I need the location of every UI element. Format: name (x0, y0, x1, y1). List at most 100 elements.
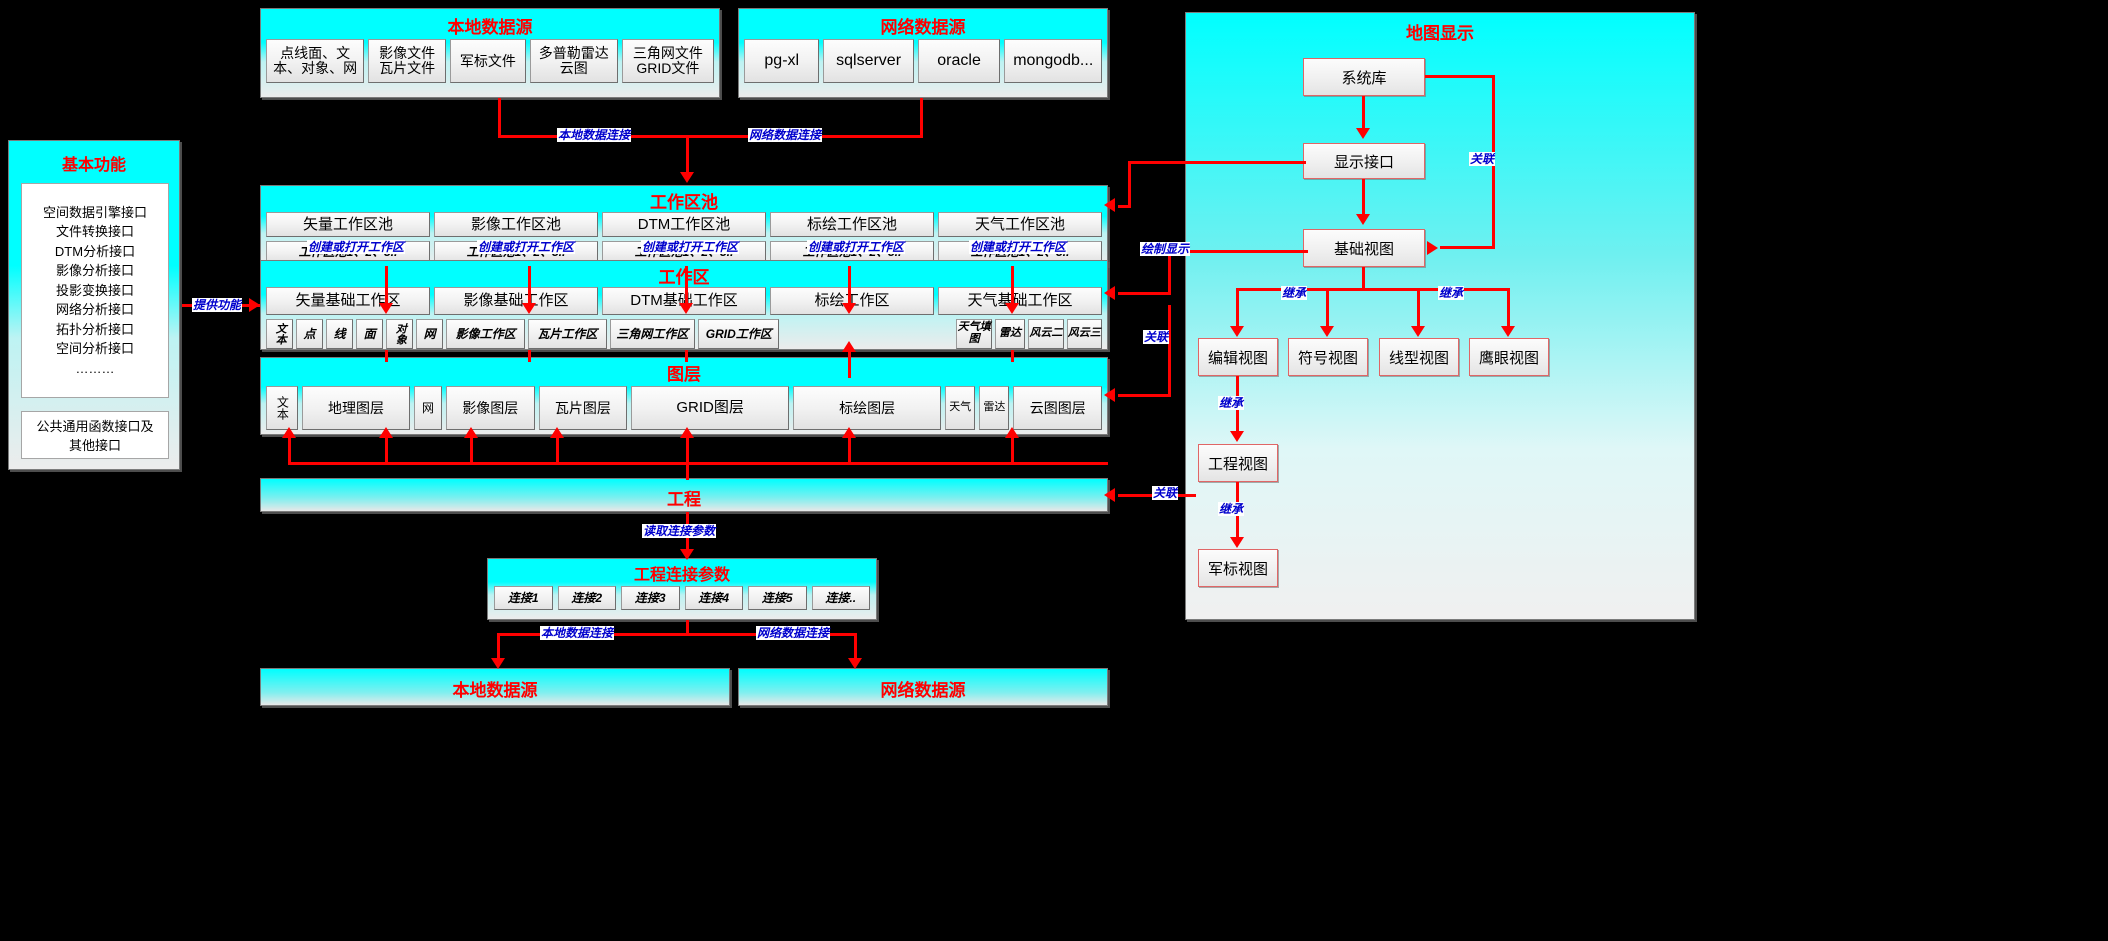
conn-param-item[interactable]: 连接.. (811, 586, 870, 610)
network-source-item[interactable]: oracle (917, 39, 1001, 83)
workspace-column[interactable]: 天气基础工作区 (938, 287, 1102, 315)
conn-param-item[interactable]: 连接4 (684, 586, 743, 610)
layer-item[interactable]: 影像图层 (446, 386, 535, 430)
local-source-item[interactable]: 点线面、文 本、对象、网 (266, 39, 365, 83)
workspace-subitem[interactable]: GRID工作区 (698, 319, 780, 349)
local-source-item[interactable]: 三角网文件 GRID文件 (621, 39, 715, 83)
node-base-view[interactable]: 基础视图 (1303, 229, 1425, 267)
local-data-source-panel: 本地数据源 点线面、文 本、对象、网 影像文件 瓦片文件 军标文件 多普勒雷达 … (260, 8, 720, 98)
project-riser-5 (686, 435, 689, 463)
workspace-subitem[interactable]: 天气填图 (956, 319, 992, 349)
node-display-api[interactable]: 显示接口 (1303, 143, 1425, 179)
layer-item[interactable]: 文本 (266, 386, 299, 430)
network-source-item[interactable]: mongodb... (1004, 39, 1102, 83)
workspace-pool-column[interactable]: 矢量工作区池 (266, 212, 430, 237)
edge-label-relate-2: 关联 (1143, 330, 1170, 344)
workspace-subitem[interactable]: 风云二 (1028, 319, 1064, 349)
layer-item[interactable]: 云图图层 (1013, 386, 1103, 430)
connector-ws-layers-5 (1011, 350, 1014, 362)
workspace-subitem[interactable]: 点 (296, 319, 324, 349)
interface-item[interactable]: DTM分析接口 (54, 243, 136, 259)
node-system-lib[interactable]: 系统库 (1303, 58, 1425, 96)
arrow-project-up-4 (550, 427, 564, 438)
workspace-subitem[interactable]: 三角网工作区 (609, 319, 696, 349)
node-military-view[interactable]: 军标视图 (1198, 549, 1278, 587)
workspace-pool-column[interactable]: DTM工作区池 (602, 212, 766, 237)
edge-label-create-open-4: 创建或打开工作区 (807, 240, 906, 254)
connector-pool-to-ws-3 (685, 266, 688, 306)
workspace-subitem[interactable]: 雷达 (994, 319, 1026, 349)
node-project-view[interactable]: 工程视图 (1198, 444, 1278, 482)
interface-item[interactable]: 拓扑分析接口 (55, 321, 134, 337)
edge-label-create-open-3: 创建或打开工作区 (641, 240, 740, 254)
workspace-subitem[interactable]: 对象 (386, 319, 414, 349)
edge-label-inherit-3: 继承 (1218, 396, 1245, 410)
arrow-pool-to-ws-3 (679, 303, 693, 314)
workspace-subitem[interactable]: 影像工作区 (446, 319, 525, 349)
workspace-pool-column[interactable]: 标绘工作区池 (770, 212, 934, 237)
workspace-subitem[interactable]: 风云三 (1066, 319, 1102, 349)
arrow-project-to-military (1230, 537, 1244, 548)
local-source-item[interactable]: 军标文件 (449, 39, 526, 83)
edge-label-provide-function: 提供功能 (192, 298, 243, 312)
workspace-subitem[interactable]: 文本 (266, 319, 294, 349)
arrow-pool-to-ws-1 (379, 303, 393, 314)
conn-param-item[interactable]: 连接5 (748, 586, 807, 610)
edge-label-read-conn-params: 读取连接参数 (642, 524, 717, 538)
layers-panel: 图层 文本 地理图层 网 影像图层 瓦片图层 GRID图层 标绘图层 天气 雷达… (260, 357, 1108, 435)
interface-item[interactable]: 影像分析接口 (55, 263, 134, 279)
layer-item[interactable]: GRID图层 (631, 386, 790, 430)
arrow-layers-to-ws-4 (842, 341, 856, 352)
layer-item[interactable]: 网 (413, 386, 443, 430)
node-edit-view[interactable]: 编辑视图 (1198, 338, 1278, 376)
conn-param-item[interactable]: 连接3 (621, 586, 680, 610)
workspace-column[interactable]: 矢量基础工作区 (266, 287, 430, 315)
layer-item[interactable]: 标绘图层 (793, 386, 942, 430)
workspace-subitem[interactable]: 网 (416, 319, 444, 349)
local-source-item[interactable]: 多普勒雷达 云图 (529, 39, 618, 83)
layer-item[interactable]: 雷达 (979, 386, 1010, 430)
network-source-item[interactable]: sqlserver (823, 39, 914, 83)
local-source-item[interactable]: 影像文件 瓦片文件 (368, 39, 446, 83)
workspace-subitem[interactable]: 瓦片工作区 (527, 319, 607, 349)
interface-item[interactable]: 文件转换接口 (55, 224, 134, 240)
layer-item[interactable]: 天气 (945, 386, 976, 430)
layer-item[interactable]: 瓦片图层 (538, 386, 628, 430)
map-display-panel: 地图显示 (1185, 12, 1695, 620)
arrow-project-up-7 (1005, 427, 1019, 438)
workspace-subitem[interactable]: 面 (356, 319, 384, 349)
workspace-pool-column[interactable]: 天气工作区池 (938, 212, 1102, 237)
basic-functions-panel: 基本功能 空间数据引擎接口 文件转换接口 DTM分析接口 影像分析接口 投影变换… (8, 140, 180, 470)
network-source-item[interactable]: pg-xl (744, 39, 820, 83)
workspace-pool-column[interactable]: 影像工作区池 (434, 212, 598, 237)
connector-draw-display (1168, 250, 1308, 253)
node-symbol-view[interactable]: 符号视图 (1288, 338, 1368, 376)
connector-draw-riser (1168, 250, 1171, 295)
arrow-relate-to-project (1104, 488, 1115, 502)
arrow-project-up-6 (842, 427, 856, 438)
workspace-title: 工作区 (658, 268, 710, 287)
arrow-project-to-params (680, 549, 694, 560)
workspace-column[interactable]: 影像基础工作区 (434, 287, 598, 315)
bottom-network-source-panel: 网络数据源 (738, 668, 1108, 706)
workspace-column[interactable]: DTM基础工作区 (602, 287, 766, 315)
arrow-pool-to-ws-2 (522, 303, 536, 314)
edge-label-relate-3: 关联 (1152, 486, 1179, 500)
edge-label-create-open-2: 创建或打开工作区 (477, 240, 576, 254)
interface-item[interactable]: 空间数据引擎接口 (42, 204, 147, 220)
node-line-view[interactable]: 线型视图 (1379, 338, 1459, 376)
layer-item[interactable]: 地理图层 (302, 386, 410, 430)
connector-pool-to-ws-2 (528, 266, 531, 306)
workspace-subitem[interactable]: 线 (326, 319, 354, 349)
conn-param-item[interactable]: 连接1 (494, 586, 553, 610)
node-eagle-view[interactable]: 鹰眼视图 (1469, 338, 1549, 376)
conn-param-item[interactable]: 连接2 (557, 586, 616, 610)
arrow-edit-to-project (1230, 431, 1244, 442)
interface-item[interactable]: 空间分析接口 (55, 341, 134, 357)
common-function-box[interactable]: 公共通用函数接口及 其他接口 (21, 411, 169, 459)
arrow-relate-to-layers (1104, 388, 1115, 402)
interface-item[interactable]: 投影变换接口 (55, 282, 134, 298)
workspace-pool-title: 工作区池 (650, 193, 718, 212)
connector-inherit-1 (1236, 288, 1239, 328)
interface-item[interactable]: 网络分析接口 (55, 302, 134, 318)
